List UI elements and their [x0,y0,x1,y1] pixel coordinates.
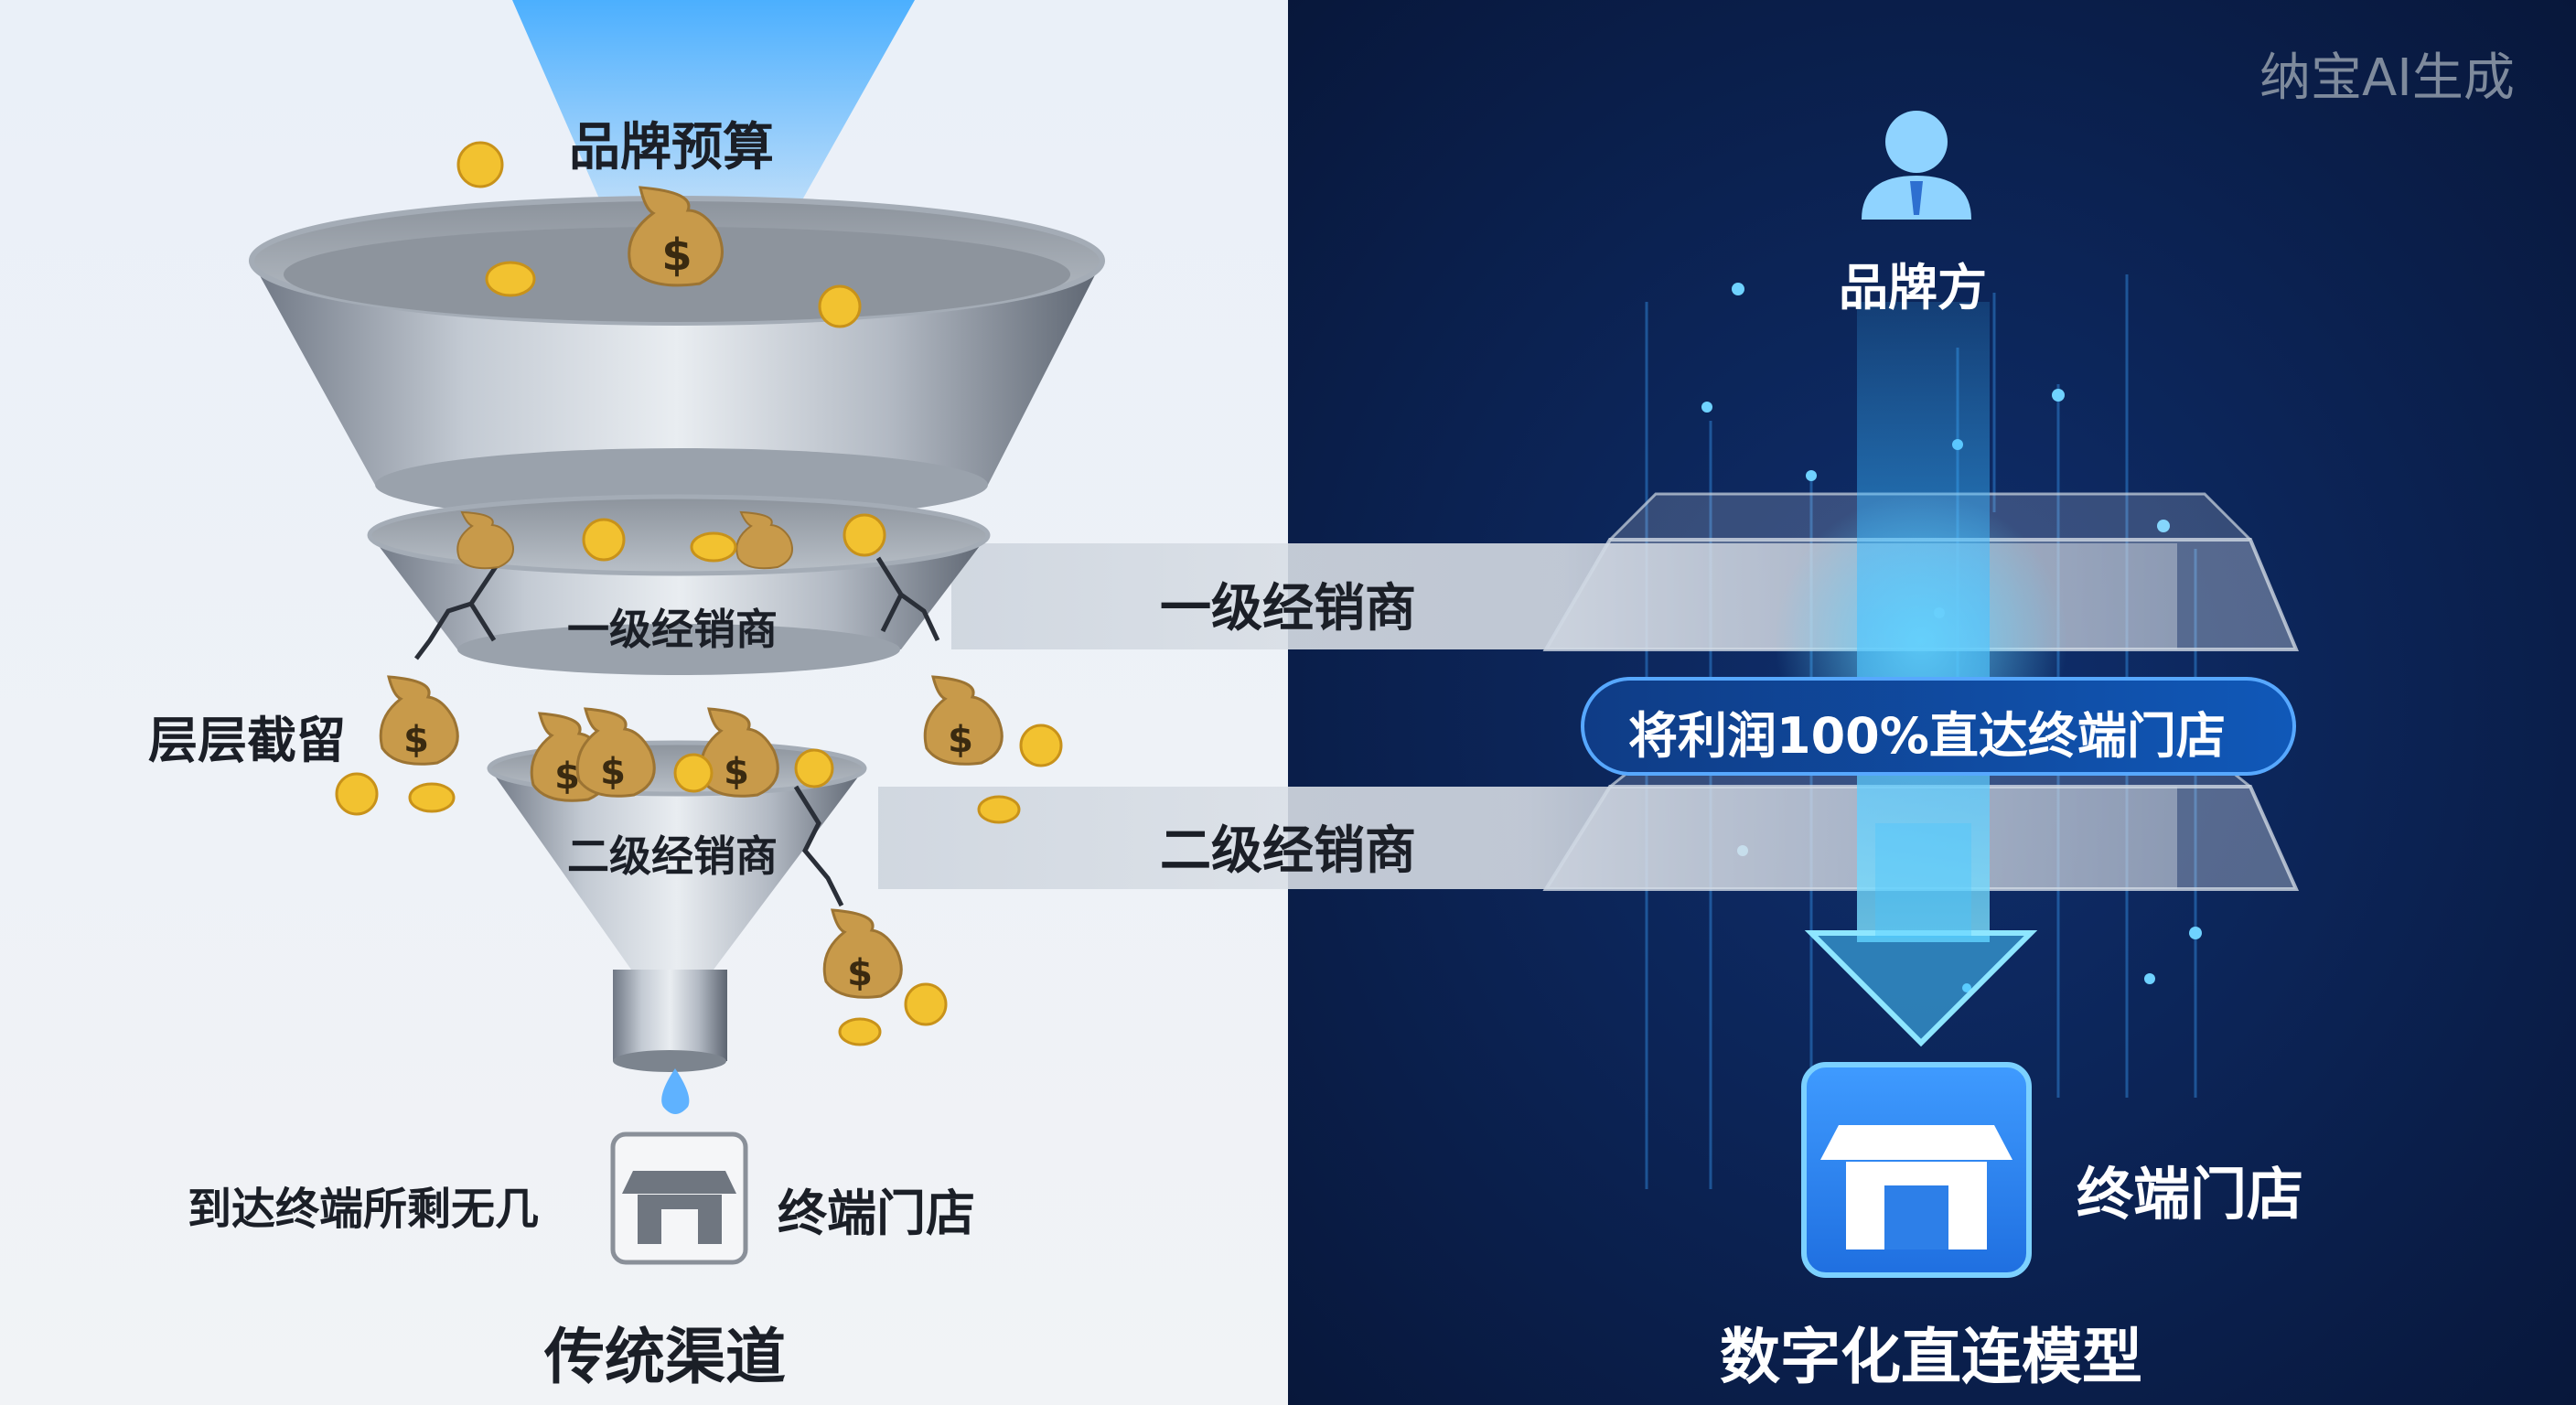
intercept-label: 层层截留 [148,700,346,772]
store-icon [1804,1065,2029,1275]
left-store-label: 终端门店 [778,1173,975,1245]
remaining-label: 到达终端所剩无几 [188,1173,539,1237]
digital-model-title: 数字化直连模型 [1720,1308,2142,1396]
traditional-channel-title: 传统渠道 [544,1308,786,1396]
svg-text:$: $ [403,719,429,761]
profit-label: 将利润100%直达终端门店 [1628,695,2226,767]
budget-label: 品牌预算 [569,106,774,180]
svg-text:$: $ [847,952,873,994]
store-icon [613,1134,746,1262]
svg-text:$: $ [554,756,580,798]
watermark: 纳宝AI生成 [2259,37,2515,111]
distributor2-band-label: 二级经销商 [1160,810,1416,884]
distributor2-funnel-label: 二级经销商 [567,823,778,884]
brand-label: 品牌方 [1839,247,1987,319]
distributor1-band-label: 一级经销商 [1160,567,1416,641]
svg-text:$: $ [600,751,626,793]
svg-text:$: $ [661,230,692,281]
distributor1-funnel-label: 一级经销商 [567,596,778,657]
svg-text:$: $ [948,719,973,761]
right-store-label: 终端门店 [2077,1148,2303,1230]
svg-text:$: $ [724,751,749,793]
